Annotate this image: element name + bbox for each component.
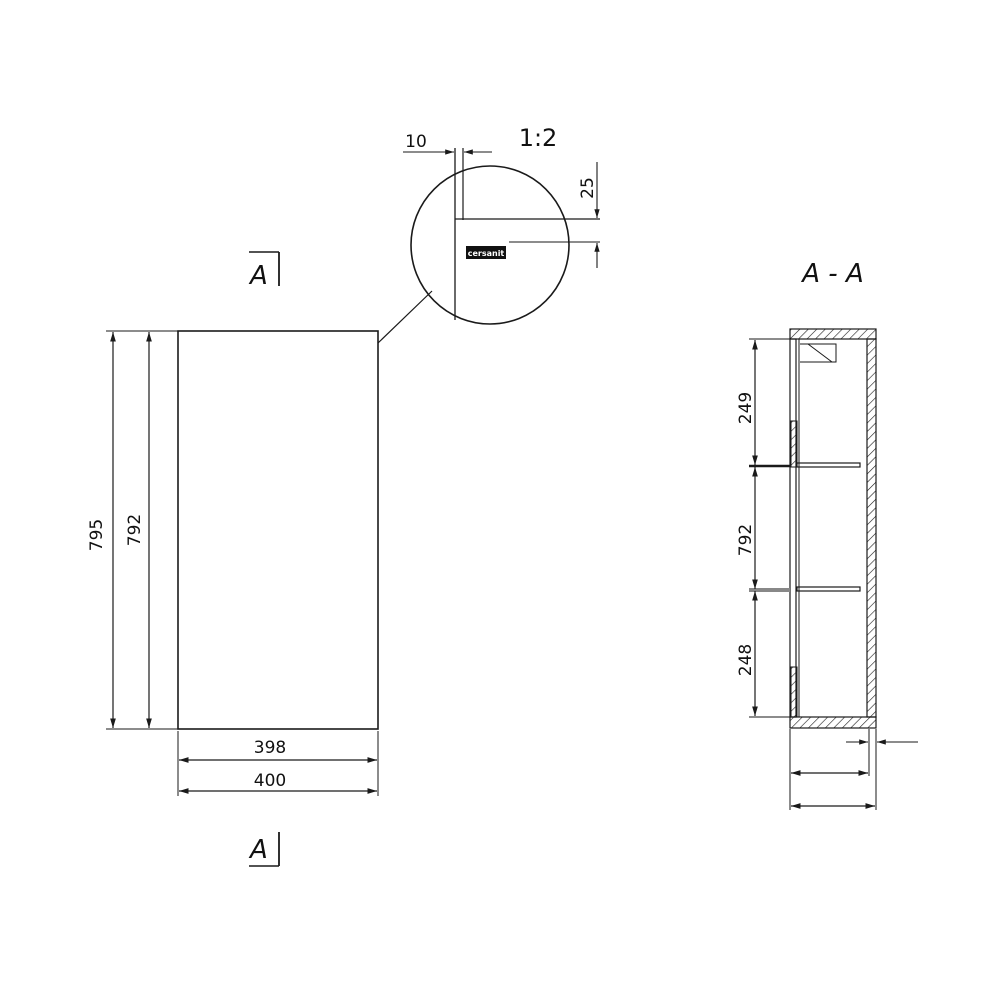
- cabinet-front-outline: [177, 330, 379, 730]
- dim-section-middle: 792: [736, 524, 756, 556]
- top-panel: [789, 328, 877, 340]
- dim-width-inner: 398: [254, 738, 286, 758]
- detail-scale-label: 1:2: [519, 124, 558, 152]
- shelf-lower: [796, 586, 861, 592]
- front-left-wall: [789, 338, 797, 718]
- dim-width-outer: 400: [254, 771, 286, 791]
- bottom-panel: [789, 716, 877, 729]
- shelf-upper: [796, 462, 861, 468]
- dim-detail-gap: 10: [405, 132, 427, 152]
- section-title: A - A: [800, 259, 863, 289]
- logo-text: cersanit: [468, 249, 505, 258]
- door-lower: [790, 666, 798, 718]
- section-marker-bottom: A: [248, 832, 280, 867]
- logo-badge: [466, 246, 506, 259]
- width-dimensions: 398 400: [177, 731, 379, 796]
- section-marker-top: A: [248, 251, 280, 291]
- svg-text:A: A: [248, 261, 268, 291]
- detail-leader-line: [377, 290, 433, 344]
- height-dimensions: 795 792: [87, 330, 178, 730]
- dim-height-outer: 795: [87, 519, 107, 551]
- dim-section-top: 249: [736, 392, 756, 424]
- section-view: A - A 249 792 248: [736, 259, 918, 810]
- dim-detail-depth: 25: [578, 177, 598, 199]
- dim-height-inner: 792: [125, 514, 145, 546]
- dim-section-bottom: 248: [736, 644, 756, 676]
- detail-circle: [410, 165, 570, 325]
- svg-text:A: A: [248, 835, 268, 865]
- detail-view: cersanit 10 25 1:2: [377, 124, 600, 344]
- front-view: 795 792 398 400 A A: [87, 251, 379, 867]
- back-panel: [866, 338, 877, 718]
- door-upper: [790, 420, 798, 468]
